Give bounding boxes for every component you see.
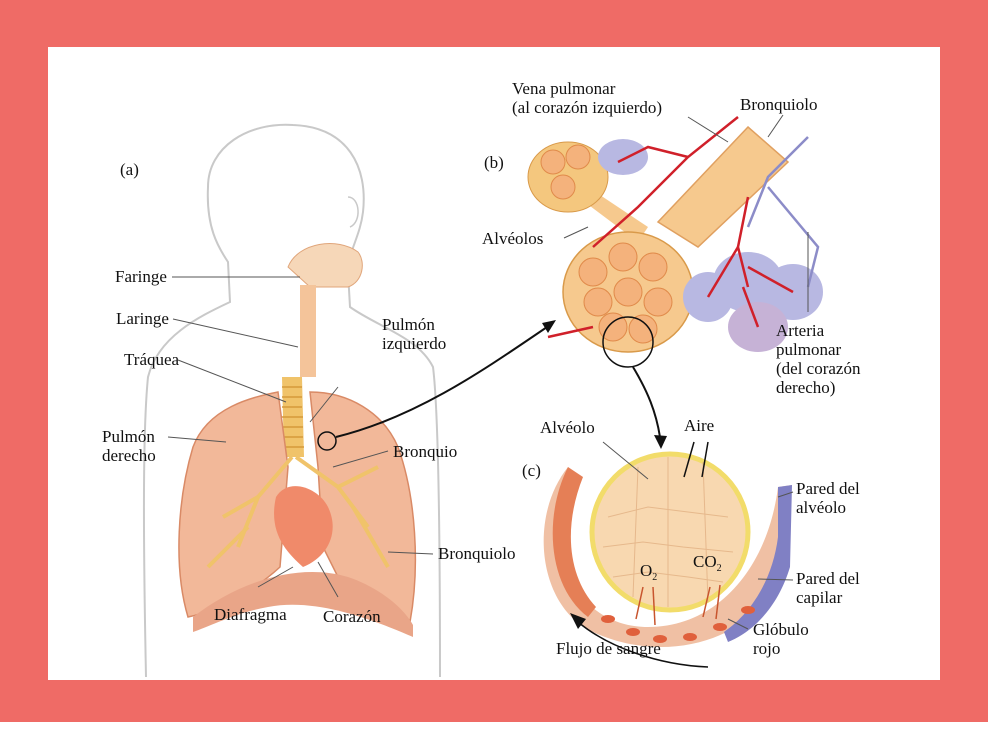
gas-exchange-arrows	[635, 584, 721, 626]
label-bronquiolo-a: Bronquiolo	[438, 544, 516, 563]
label-co2-text: CO	[693, 552, 717, 571]
label-faringe: Faringe	[115, 267, 167, 286]
bronchi	[206, 455, 390, 569]
alveolus-detail	[543, 441, 792, 668]
capillary-outer	[543, 467, 792, 647]
label-laringe: Laringe	[116, 309, 169, 328]
label-bronquio: Bronquio	[393, 442, 458, 461]
ear	[347, 196, 359, 228]
label-pared-capilar-2: capilar	[796, 588, 843, 607]
air-arrows	[683, 441, 709, 478]
leader-lines-a	[167, 276, 434, 598]
zoom-circle-b	[602, 316, 654, 368]
arrow-head-b	[542, 320, 556, 333]
pulmonary-vein-vessels	[746, 136, 820, 288]
flow-arrow-head	[570, 613, 586, 629]
label-pared-alveolo-1: Pared del	[796, 479, 860, 498]
label-globulo-1: Glóbulo	[753, 620, 809, 639]
label-arteria-4: derecho)	[776, 378, 836, 397]
bronchiole-main	[656, 125, 790, 248]
capillary-blue-side	[724, 485, 792, 642]
label-pulmon-derecho-2: derecho	[102, 446, 156, 465]
label-pulmon-izquierdo-2: izquierdo	[382, 334, 447, 353]
red-blood-cells	[601, 606, 755, 643]
label-bronquiolo-b: Bronquiolo	[740, 95, 818, 114]
label-aire: Aire	[684, 416, 715, 435]
capillary-red-side	[552, 467, 596, 617]
label-arteria-2: pulmonar	[776, 340, 842, 359]
label-co2: CO2	[693, 552, 722, 574]
label-o2: O2	[640, 561, 657, 583]
alveolus-cells	[602, 457, 734, 607]
airway-upper	[282, 243, 363, 457]
heart	[274, 486, 333, 567]
nasal-cavity	[287, 243, 363, 288]
panel-label-a: (a)	[120, 160, 139, 179]
flow-arrow	[577, 621, 709, 668]
label-arteria-3: (del corazón	[776, 359, 861, 378]
label-traquea: Tráquea	[124, 350, 180, 369]
illustration-card: (a) (b) (c) Faringe Laringe Tráquea Pulm…	[48, 47, 940, 680]
arrow-a-to-b	[335, 324, 551, 438]
panel-label-b: (b)	[484, 153, 504, 172]
bronchiole-tree	[527, 116, 823, 353]
label-o2-subscript: 2	[652, 572, 658, 583]
panel-label-c: (c)	[522, 461, 541, 480]
respiratory-illustration	[142, 114, 823, 678]
leader-lines-c	[602, 441, 794, 630]
arrow-b-to-c	[632, 366, 661, 438]
label-co2-subscript: 2	[716, 563, 722, 574]
label-diafragma: Diafragma	[214, 605, 287, 624]
pulmonary-artery-vessels	[547, 116, 794, 339]
leader-lines-b	[563, 114, 809, 312]
label-o2-text: O	[640, 561, 653, 580]
label-pulmon-izquierdo-1: Pulmón	[382, 315, 435, 334]
label-globulo-2: rojo	[753, 639, 781, 658]
pharynx-tube	[300, 285, 316, 377]
trachea-rings	[282, 386, 304, 448]
label-corazon: Corazón	[323, 607, 381, 626]
label-alveolo: Alvéolo	[540, 418, 595, 437]
label-pared-capilar-1: Pared del	[796, 569, 860, 588]
arrow-head-c	[654, 435, 667, 449]
label-arteria-1: Arteria	[776, 321, 825, 340]
lungs	[178, 391, 417, 637]
label-pared-alveolo-2: alvéolo	[796, 498, 847, 517]
body-outline-left	[142, 186, 232, 678]
label-pulmon-derecho-1: Pulmón	[102, 427, 155, 446]
label-flujo-de-sangre: Flujo de sangre	[556, 639, 661, 658]
label-vena-pulmonar-2: (al corazón izquierdo)	[512, 98, 663, 117]
zoom-circle-a	[317, 431, 337, 451]
diaphragm	[193, 571, 413, 637]
alveolus-sphere	[589, 451, 751, 613]
label-vena-pulmonar-1: Vena pulmonar	[512, 79, 616, 98]
alveoli-bubbles	[540, 144, 673, 344]
label-alveolos: Alvéolos	[482, 229, 544, 248]
